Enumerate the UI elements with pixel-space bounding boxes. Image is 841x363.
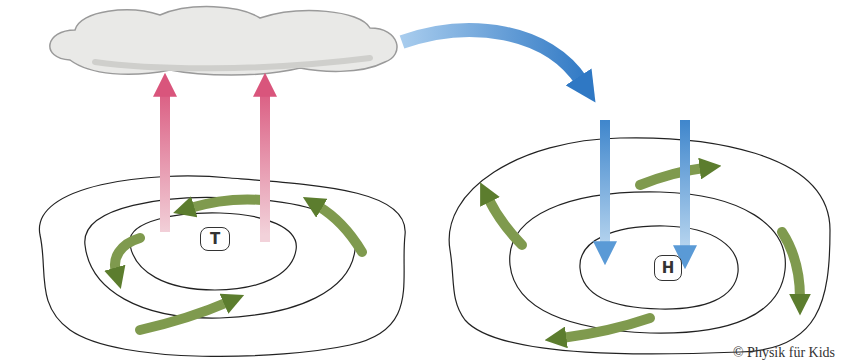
pressure-center: H [654,255,682,281]
wind-arrows-low [115,199,362,330]
wind-arrows-high [488,168,800,338]
transport-arrow [402,30,582,82]
cloud-shading [95,58,370,68]
pressure-letter: T [210,232,220,247]
cloud [50,7,397,75]
copyright-note: © Physik für Kids [733,345,835,361]
isobars-low [39,176,405,356]
pressure-letter: H [662,261,675,276]
pressure-center: T [200,227,230,251]
sinking-air-arrows [605,120,685,250]
isobars-high [449,138,830,354]
rising-air-arrows [165,92,265,242]
